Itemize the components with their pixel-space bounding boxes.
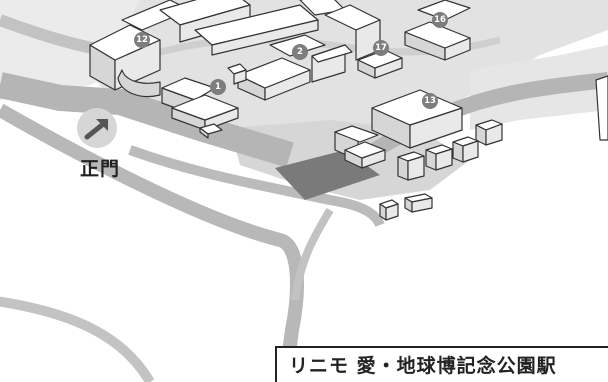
- building-16: [404, 0, 471, 61]
- building-13: [334, 89, 463, 169]
- station-label-box[interactable]: リニモ 愛・地球博記念公園駅: [275, 346, 608, 382]
- marker-12[interactable]: 12: [134, 32, 150, 48]
- building-north-cluster: [159, 0, 346, 56]
- station-label: リニモ 愛・地球博記念公園駅: [289, 355, 557, 377]
- svg-text:13: 13: [424, 96, 436, 106]
- svg-text:16: 16: [434, 15, 446, 25]
- marker-1[interactable]: 1: [210, 79, 226, 95]
- building-small-cubes: [379, 119, 503, 221]
- marker-2[interactable]: 2: [292, 44, 308, 60]
- svg-text:12: 12: [136, 35, 148, 45]
- svg-text:17: 17: [375, 43, 387, 53]
- road-plaza-link: [128, 145, 385, 228]
- main-gate-marker[interactable]: [77, 108, 117, 148]
- svg-text:2: 2: [297, 47, 303, 57]
- building-12: [89, 0, 191, 98]
- marker-17[interactable]: 17: [373, 40, 389, 56]
- road-south-loop: [0, 296, 155, 382]
- main-gate-label: 正門: [80, 158, 121, 180]
- svg-text:1: 1: [215, 82, 221, 92]
- building-east-edge: [595, 75, 608, 141]
- road-south-branch: [291, 207, 334, 301]
- marker-16[interactable]: 16: [432, 12, 448, 28]
- building-17: [357, 49, 403, 79]
- road-main-gate: [0, 72, 294, 168]
- arrow-up-right-icon: [84, 119, 108, 140]
- marker-13[interactable]: 13: [422, 93, 438, 109]
